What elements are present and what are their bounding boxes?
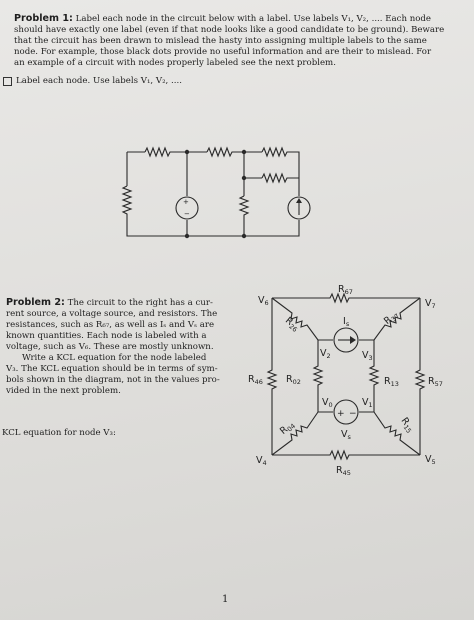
problem2-line-5: voltage, such as V₆. These are mostly un… bbox=[6, 342, 214, 352]
resistor-r57 bbox=[414, 298, 426, 455]
label-is: I bbox=[343, 316, 346, 327]
problem2-line-2: rent source, a voltage source, and resis… bbox=[6, 309, 218, 319]
voltage-source-vs bbox=[333, 399, 359, 425]
resistor-mid bbox=[261, 172, 292, 184]
problem2-line-6: Write a KCL equation for the node labele… bbox=[22, 353, 207, 363]
resistor-left bbox=[121, 185, 133, 220]
label-r02: R bbox=[286, 374, 293, 385]
svg-text:R67: R67 bbox=[338, 284, 353, 296]
svg-text:V4: V4 bbox=[256, 455, 267, 467]
problem2-line-8: bols shown in the diagram, not in the va… bbox=[6, 375, 220, 385]
minus-sign: − bbox=[184, 210, 190, 218]
arrow-right-icon bbox=[350, 336, 356, 344]
svg-text:R02: R02 bbox=[286, 374, 301, 386]
minus-sign: − bbox=[349, 409, 357, 419]
label-v2: V bbox=[320, 348, 327, 359]
resistor-r04 bbox=[271, 411, 319, 456]
junction-dot bbox=[241, 149, 247, 155]
svg-text:R45: R45 bbox=[336, 465, 351, 477]
problem2-text-1: The circuit to the right has a cur- bbox=[67, 298, 213, 308]
resistor-r02 bbox=[312, 340, 324, 412]
problem2-line-9: vided in the next problem. bbox=[6, 386, 121, 396]
label-v5: V bbox=[425, 454, 432, 465]
svg-text:R13: R13 bbox=[384, 376, 399, 388]
label-v4: V bbox=[256, 455, 263, 466]
current-source-1 bbox=[287, 196, 311, 220]
problem1-text-1: Label each node in the circuit below wit… bbox=[75, 14, 432, 24]
resistor-r37 bbox=[373, 297, 421, 341]
svg-text:V2: V2 bbox=[320, 348, 331, 360]
junction-dot bbox=[241, 175, 247, 181]
svg-text:V3: V3 bbox=[362, 350, 373, 362]
resistor-top-2 bbox=[206, 146, 237, 158]
label-r45: R bbox=[336, 465, 343, 476]
resistor-r26 bbox=[271, 297, 319, 341]
problem2-line-1: Problem 2: The circuit to the right has … bbox=[6, 297, 213, 308]
svg-text:R26: R26 bbox=[282, 315, 301, 334]
plus-sign: + bbox=[183, 198, 189, 206]
resistor-r67 bbox=[272, 292, 420, 304]
junction-dot bbox=[241, 233, 247, 239]
label-v7: V bbox=[425, 298, 432, 309]
svg-text:R57: R57 bbox=[428, 376, 443, 388]
page-number: 1 bbox=[222, 594, 229, 605]
problem1-line-3: that the circuit has been drawn to misle… bbox=[14, 36, 427, 46]
junction-dot bbox=[184, 149, 190, 155]
junction-dot bbox=[184, 233, 190, 239]
voltage-source-1 bbox=[175, 196, 199, 220]
resistor-top-1 bbox=[144, 146, 187, 158]
problem1-line-4: node. For example, those black dots prov… bbox=[14, 47, 432, 57]
resistor-r46 bbox=[266, 298, 278, 455]
svg-text:R15: R15 bbox=[398, 416, 416, 435]
plus-sign: + bbox=[337, 409, 345, 419]
arrow-up-icon bbox=[296, 198, 302, 203]
kcl-prompt: KCL equation for node V₃: bbox=[2, 428, 116, 438]
label-vs: V bbox=[341, 429, 348, 440]
problem1-task: Label each node. Use labels V₁, V₂, .... bbox=[16, 76, 182, 86]
problem2-line-4: known quantities. Each node is labeled w… bbox=[6, 331, 207, 341]
resistor-top-3 bbox=[261, 146, 292, 158]
svg-text:V6: V6 bbox=[258, 295, 269, 307]
svg-text:R46: R46 bbox=[248, 374, 263, 386]
problem1-line-2: should have exactly one label (even if t… bbox=[14, 25, 445, 35]
task-checkbox[interactable] bbox=[3, 77, 12, 86]
label-v0: V bbox=[322, 397, 329, 408]
problem2-line-3: resistances, such as R₆₇, as well as Iₛ … bbox=[6, 320, 215, 330]
resistor-r45 bbox=[272, 449, 420, 461]
problem1-line-1: Problem 1: Label each node in the circui… bbox=[14, 13, 432, 24]
label-r13: R bbox=[384, 376, 391, 387]
resistor-center bbox=[238, 195, 250, 220]
label-v3: V bbox=[362, 350, 369, 361]
label-v6: V bbox=[258, 295, 265, 306]
label-r46: R bbox=[248, 374, 255, 385]
label-v1: V bbox=[362, 397, 369, 408]
svg-text:V5: V5 bbox=[425, 454, 436, 466]
svg-text:Vs: Vs bbox=[341, 429, 352, 441]
label-r57: R bbox=[428, 376, 435, 387]
svg-text:R04: R04 bbox=[278, 419, 297, 438]
svg-text:V7: V7 bbox=[425, 298, 436, 310]
problem1-heading: Problem 1: bbox=[14, 13, 73, 24]
label-r67: R bbox=[338, 284, 345, 295]
resistor-r13 bbox=[368, 340, 380, 412]
svg-text:V1: V1 bbox=[362, 397, 373, 409]
problem2-line-7: V₃. The KCL equation should be in terms … bbox=[6, 364, 218, 374]
current-source-is bbox=[333, 327, 359, 353]
svg-text:Is: Is bbox=[343, 316, 350, 328]
resistor-r15 bbox=[373, 411, 421, 456]
svg-text:V0: V0 bbox=[322, 397, 333, 409]
svg-text:R37: R37 bbox=[382, 309, 401, 328]
problem1-line-5: an example of a circuit with nodes prope… bbox=[14, 58, 336, 68]
problem2-heading: Problem 2: bbox=[6, 297, 65, 308]
